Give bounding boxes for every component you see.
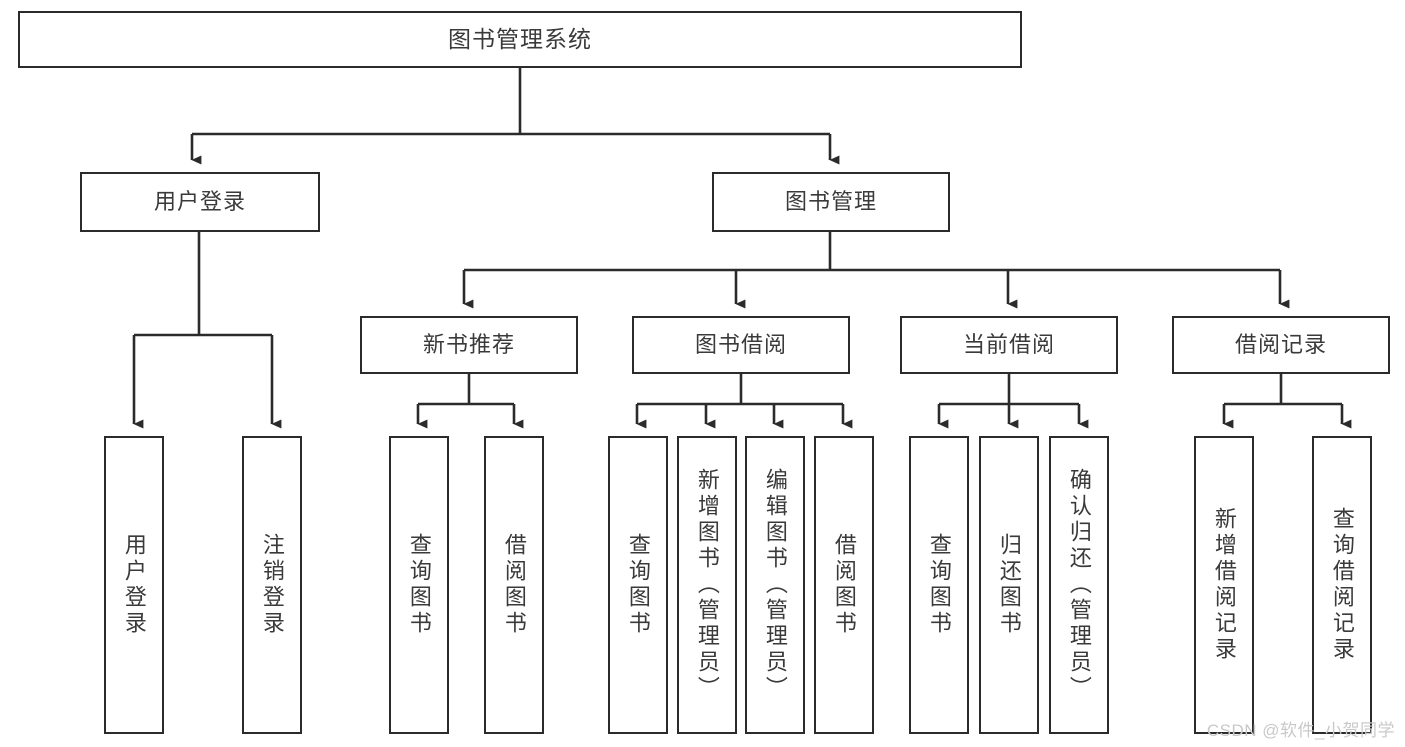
- leaf-current-borrow-return-book[interactable]: 归还图书: [979, 436, 1039, 734]
- leaf-book-borrow-borrow-book[interactable]: 借阅图书: [814, 436, 874, 734]
- node-root-book-management-system[interactable]: 图书管理系统: [18, 11, 1022, 68]
- leaf-new-book-query-book[interactable]: 查询图书: [389, 436, 449, 734]
- node-label: 图书管理系统: [448, 25, 592, 52]
- node-label: 归还图书: [996, 533, 1022, 637]
- node-label: 新增图书（管理员）: [694, 468, 720, 702]
- leaf-text-wrap: 编辑图书（管理员）: [747, 438, 803, 732]
- leaf-current-borrow-query-book[interactable]: 查询图书: [909, 436, 969, 734]
- leaf-text-wrap: 归还图书: [981, 438, 1037, 732]
- leaf-text-wrap: 借阅图书: [486, 438, 542, 732]
- leaf-book-borrow-add-book-admin[interactable]: 新增图书（管理员）: [677, 436, 737, 734]
- node-user-login[interactable]: 用户登录: [80, 172, 320, 232]
- leaf-user-login-logout[interactable]: 注销登录: [242, 436, 302, 734]
- leaf-book-borrow-query-book[interactable]: 查询图书: [608, 436, 668, 734]
- leaf-text-wrap: 注销登录: [244, 438, 300, 732]
- node-current-borrow[interactable]: 当前借阅: [900, 316, 1118, 374]
- leaf-text-wrap: 用户登录: [106, 438, 162, 732]
- node-label: 用户登录: [153, 188, 246, 214]
- node-label: 借阅记录: [1234, 331, 1327, 357]
- leaf-borrow-record-add-record[interactable]: 新增借阅记录: [1194, 436, 1254, 734]
- leaf-borrow-record-query-record[interactable]: 查询借阅记录: [1312, 436, 1372, 734]
- node-label: 新增借阅记录: [1211, 507, 1237, 663]
- leaf-user-login-login[interactable]: 用户登录: [104, 436, 164, 734]
- leaf-text-wrap: 查询借阅记录: [1314, 438, 1370, 732]
- leaf-text-wrap: 新增图书（管理员）: [679, 438, 735, 732]
- leaf-text-wrap: 确认归还（管理员）: [1051, 438, 1107, 732]
- node-label: 图书借阅: [694, 331, 787, 357]
- node-label: 查询图书: [406, 533, 432, 637]
- node-label: 借阅图书: [831, 533, 857, 637]
- node-label: 查询图书: [625, 533, 651, 637]
- leaf-text-wrap: 新增借阅记录: [1196, 438, 1252, 732]
- node-label: 当前借阅: [962, 331, 1055, 357]
- node-label: 借阅图书: [501, 533, 527, 637]
- leaf-text-wrap: 查询图书: [610, 438, 666, 732]
- node-borrow-record[interactable]: 借阅记录: [1172, 316, 1390, 374]
- node-label: 图书管理: [784, 188, 877, 214]
- node-label: 新书推荐: [422, 331, 515, 357]
- node-label: 查询借阅记录: [1329, 507, 1355, 663]
- node-book-management[interactable]: 图书管理: [712, 172, 950, 232]
- leaf-text-wrap: 借阅图书: [816, 438, 872, 732]
- node-label: 编辑图书（管理员）: [762, 468, 788, 702]
- leaf-current-borrow-confirm-return-admin[interactable]: 确认归还（管理员）: [1049, 436, 1109, 734]
- node-label: 查询图书: [926, 533, 952, 637]
- node-new-book-recommend[interactable]: 新书推荐: [360, 316, 578, 374]
- node-label: 用户登录: [121, 533, 147, 637]
- leaf-book-borrow-edit-book-admin[interactable]: 编辑图书（管理员）: [745, 436, 805, 734]
- node-book-borrow[interactable]: 图书借阅: [632, 316, 850, 374]
- node-label: 确认归还（管理员）: [1066, 468, 1092, 702]
- node-label: 注销登录: [259, 533, 285, 637]
- leaf-text-wrap: 查询图书: [391, 438, 447, 732]
- leaf-new-book-borrow-book[interactable]: 借阅图书: [484, 436, 544, 734]
- leaf-text-wrap: 查询图书: [911, 438, 967, 732]
